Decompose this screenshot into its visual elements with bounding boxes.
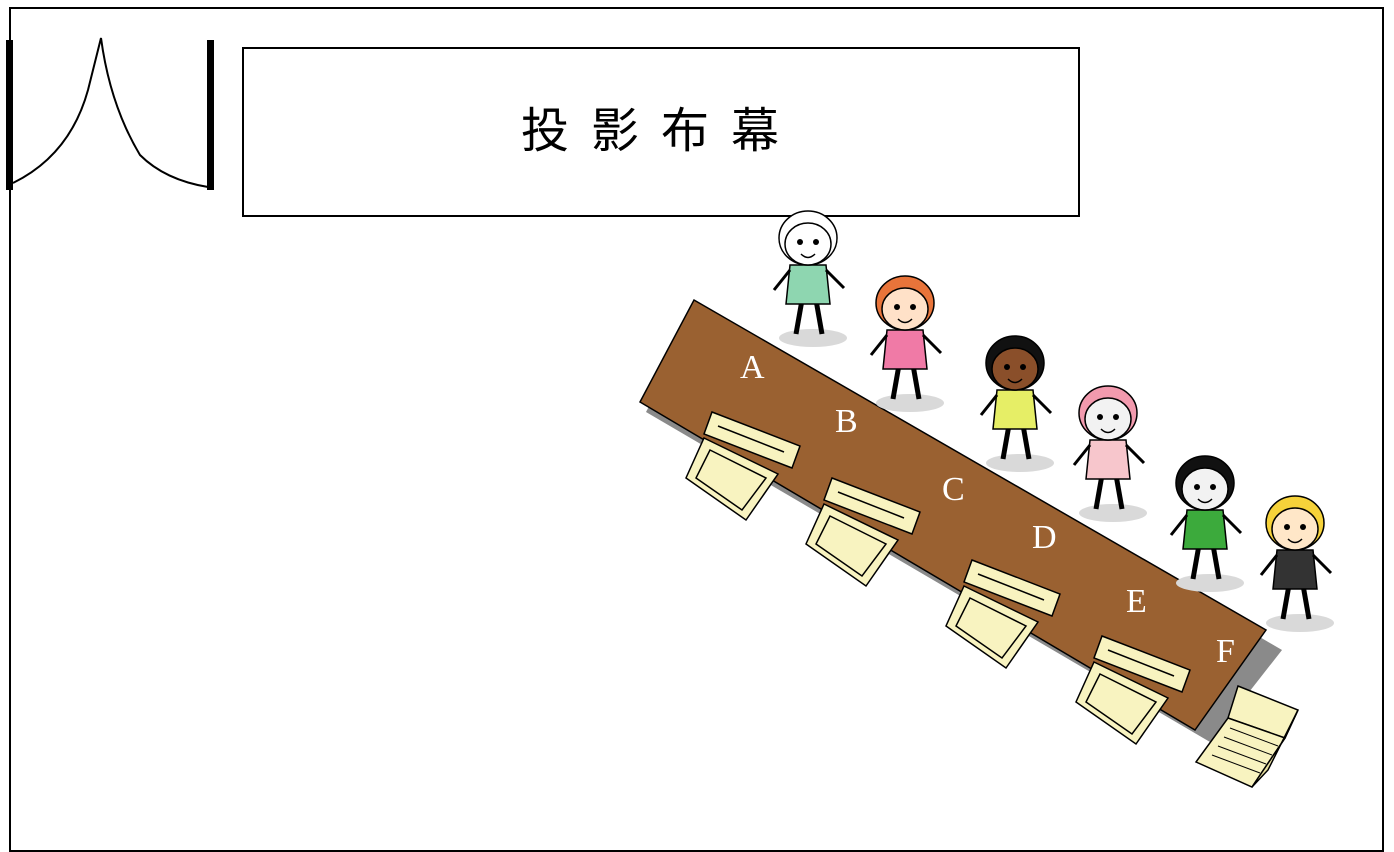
seat-label-a: A [740, 349, 765, 386]
girl-curly-hair-figure [979, 335, 1054, 472]
girl-blonde-guitar-figure [1259, 495, 1334, 632]
computers [685, 411, 1191, 746]
seat-label-e: E [1126, 583, 1147, 620]
seat-label-d: D [1032, 519, 1057, 556]
seat-label-b: B [835, 403, 858, 440]
seat-label-f: F [1216, 633, 1235, 670]
girl-red-hair-figure [869, 275, 944, 412]
children-figures [772, 210, 1334, 632]
computer-4 [1075, 635, 1191, 746]
seat-labels: A B C D E F [740, 349, 1235, 670]
girl-guitar-figure [1072, 385, 1147, 522]
computer-2 [805, 477, 921, 588]
air-conditioner-icon [1194, 685, 1300, 788]
conference-table [639, 298, 1268, 731]
computer-3 [945, 559, 1061, 670]
door-icon [6, 37, 214, 190]
projection-screen: 投影布幕 [242, 47, 1080, 217]
boy-microphone-figure [1169, 455, 1244, 592]
boy-headphones-figure [772, 210, 847, 347]
computer-1 [685, 411, 801, 522]
seat-label-c: C [942, 471, 965, 508]
screen-title: 投影布幕 [520, 103, 801, 159]
